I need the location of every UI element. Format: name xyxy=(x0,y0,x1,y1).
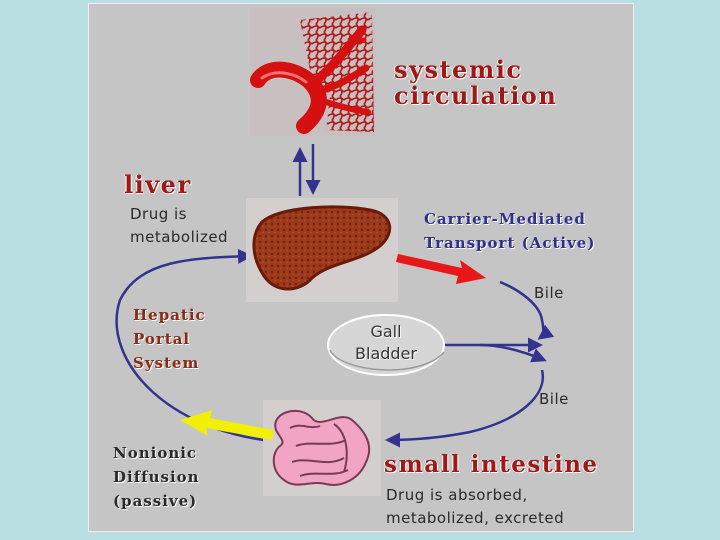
gall-bladder-label: Gall Bladder xyxy=(355,322,417,363)
intestine-note: Drug is absorbed, metabolized, excreted xyxy=(386,486,565,527)
liver-note: Drug is metabolized xyxy=(130,205,229,246)
liver-label: liver xyxy=(124,170,192,199)
hepatic-portal-label: Hepatic Portal System xyxy=(133,306,206,372)
cycle-arcs xyxy=(115,248,555,448)
passive-diffusion-arrow xyxy=(180,410,274,440)
small-intestine-label: small intestine xyxy=(384,451,599,478)
nonionic-diffusion-label: Nonionic Diffusion (passive) xyxy=(113,444,200,510)
systemic-circulation-label: systemic circulation xyxy=(394,55,558,110)
gall-bladder-image xyxy=(327,314,445,376)
active-transport-arrow xyxy=(396,254,486,284)
bile-top-label: Bile xyxy=(534,284,564,302)
blood-vessel-image xyxy=(250,8,376,136)
bile-bottom-label: Bile xyxy=(539,390,569,408)
double-arrow xyxy=(292,144,321,196)
liver-image xyxy=(246,198,398,302)
carrier-mediated-label: Carrier-Mediated Transport (Active) xyxy=(424,210,596,252)
intestine-image xyxy=(263,400,381,496)
